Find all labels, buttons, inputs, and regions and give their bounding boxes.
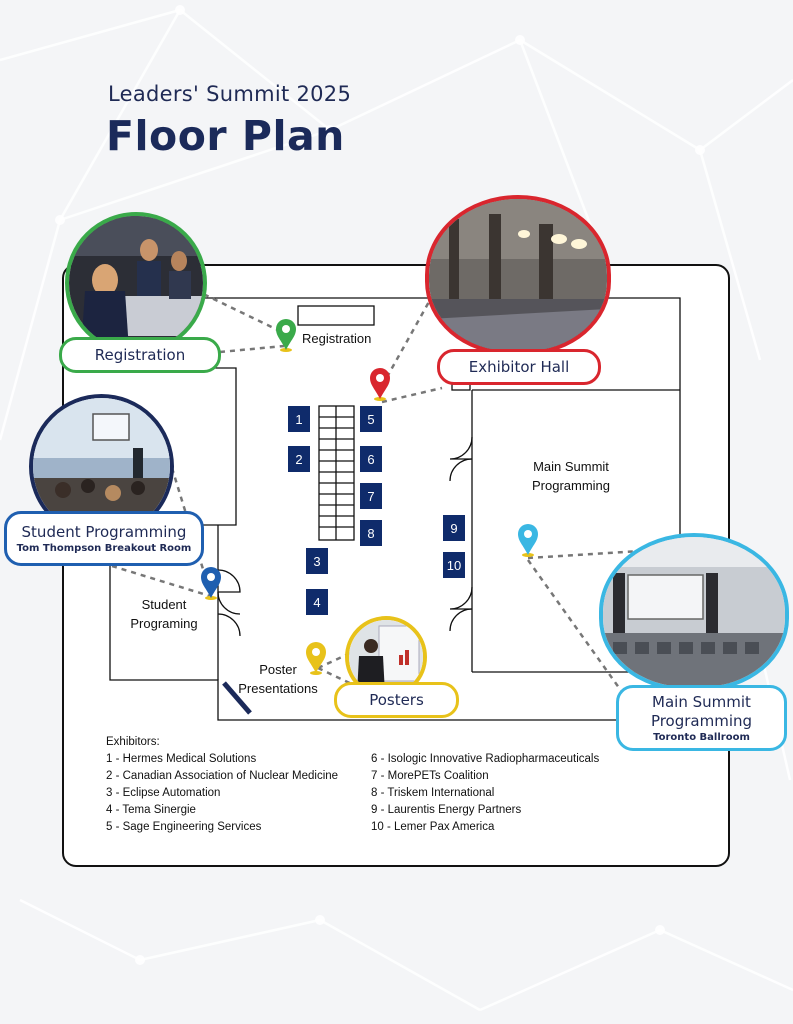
- registration-room-label: Registration: [302, 331, 372, 346]
- legend-item: 3 - Eclipse Automation: [106, 787, 221, 799]
- booth-1[interactable]: 1: [288, 406, 310, 432]
- exhibitor-legend: Exhibitors: 1 - Hermes Medical Solutions…: [106, 734, 338, 836]
- legend-item: 9 - Laurentis Energy Partners: [371, 804, 522, 816]
- poster-map-pin-icon[interactable]: [306, 642, 326, 675]
- registration-map-pin-icon[interactable]: [276, 319, 296, 352]
- exhibitor-legend-right: 6 - Isologic Innovative Radiopharmaceuti…: [371, 751, 599, 836]
- legend-item: 2 - Canadian Association of Nuclear Medi…: [106, 770, 339, 782]
- booth-5[interactable]: 5: [360, 406, 382, 432]
- main-summit-photo: [599, 533, 789, 691]
- page-title: Floor Plan: [106, 112, 345, 160]
- main-summit-callout[interactable]: Main Summit Programming Toronto Ballroom: [616, 685, 787, 751]
- student-map-pin-icon[interactable]: [201, 567, 221, 600]
- legend-item: 7 - MorePETs Coalition: [371, 770, 489, 782]
- posters-photo: [345, 616, 427, 698]
- booth-4[interactable]: 4: [306, 589, 328, 615]
- registration-photo: [65, 212, 207, 354]
- legend-item: 6 - Isologic Innovative Radiopharmaceuti…: [371, 753, 600, 765]
- event-subtitle: Leaders' Summit 2025: [108, 82, 352, 106]
- exhibitor-hall-photo: [425, 195, 611, 355]
- booth-9[interactable]: 9: [443, 515, 465, 541]
- legend-item: 10 - Lemer Pax America: [371, 821, 495, 833]
- booth-2[interactable]: 2: [288, 446, 310, 472]
- booth-8[interactable]: 8: [360, 520, 382, 546]
- student-programming-callout[interactable]: Student Programming Tom Thompson Breakou…: [4, 511, 204, 566]
- exhibitor-hall-callout[interactable]: Exhibitor Hall: [437, 349, 601, 385]
- legend-item: 8 - Triskem International: [371, 787, 495, 799]
- main-summit-map-pin-icon[interactable]: [518, 524, 538, 557]
- posters-callout[interactable]: Posters: [334, 682, 459, 718]
- booth-3[interactable]: 3: [306, 548, 328, 574]
- exhibitor-map-pin-icon[interactable]: [370, 368, 390, 401]
- legend-item: 4 - Tema Sinergie: [106, 804, 196, 816]
- booth-6[interactable]: 6: [360, 446, 382, 472]
- legend-item: 1 - Hermes Medical Solutions: [106, 753, 257, 765]
- booth-10[interactable]: 10: [443, 552, 465, 578]
- legend-item: 5 - Sage Engineering Services: [106, 821, 262, 833]
- legend-heading: Exhibitors:: [106, 736, 160, 748]
- registration-callout[interactable]: Registration: [59, 337, 221, 373]
- booth-7[interactable]: 7: [360, 483, 382, 509]
- poster-board-shape: [222, 681, 252, 715]
